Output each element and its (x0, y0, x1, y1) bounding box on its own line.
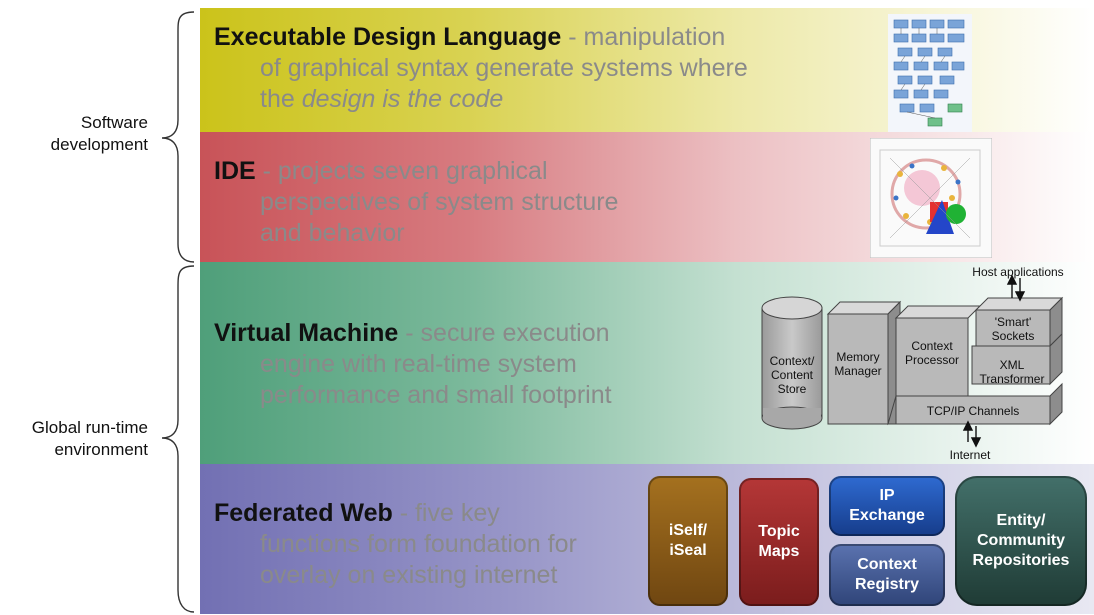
braces (161, 11, 195, 613)
global-label-line2: environment (54, 440, 148, 459)
context-processor-shape (894, 305, 982, 397)
fed-desc-line2: functions form foundation for (260, 530, 577, 558)
ide-desc-line1: - projects seven graphical (255, 157, 548, 185)
exec-text: Executable Design Language - manipulatio… (214, 22, 748, 115)
iself-iseal-box: iSelf/iSeal (648, 476, 728, 606)
vm-desc-line1: - secure execution (398, 319, 610, 347)
fed-heading: Federated Web (214, 499, 393, 527)
vm-arrows (962, 274, 1026, 448)
vm-text: Virtual Machine - secure execution engin… (214, 318, 612, 411)
ip-line2: Exchange (849, 507, 925, 524)
ide-heading: IDE (214, 157, 256, 185)
host-applications-label: Host applications (972, 265, 1064, 279)
entity-line1: Entity/ (996, 512, 1046, 529)
fed-desc-line3: overlay on existing internet (260, 561, 558, 589)
ide-desc-line2: perspectives of system structure (260, 188, 619, 216)
sockets-line1: 'Smart' (994, 315, 1032, 329)
topic-line2: Maps (758, 543, 800, 560)
context-line2: Registry (854, 576, 920, 593)
memory-line2: Manager (834, 364, 882, 378)
global-runtime-label: Global run-time environment (2, 417, 148, 461)
exec-desc-line3-em: design is the code (301, 85, 504, 113)
exec-desc-line3: the design is the code (214, 84, 748, 115)
federated-web-band: Federated Web - five key functions form … (200, 464, 1094, 614)
store-line2: Content (770, 368, 814, 382)
exec-desc-line1: - manipulation (561, 23, 726, 51)
ip-exchange-box: IP Exchange (829, 476, 945, 536)
ip-line1: IP (879, 487, 895, 504)
fed-desc-line1: - five key (392, 499, 500, 527)
memory-manager-shape (826, 300, 902, 426)
exec-heading: Executable Design Language (214, 23, 562, 51)
context-processor-label: Context Processor (896, 339, 968, 367)
sockets-line2: Sockets (991, 329, 1035, 343)
store-line1: Context/ (769, 354, 815, 368)
vm-desc-line2: engine with real-time system (260, 350, 577, 378)
global-label-line1: Global run-time (31, 418, 148, 437)
context-content-store-shape (761, 296, 823, 430)
vm-heading: Virtual Machine (214, 319, 399, 347)
tcp-ip-channels-label: TCP/IP Channels (926, 404, 1020, 418)
entity-line3: Repositories (972, 552, 1070, 569)
software-development-label: Software development (50, 112, 148, 156)
xml-line1: XML (999, 358, 1025, 372)
virtual-machine-band: Virtual Machine - secure execution engin… (200, 262, 1094, 464)
processor-line1: Context (911, 339, 953, 353)
memory-manager-label: Memory Manager (828, 350, 888, 378)
vm-architecture-diagram (761, 274, 1064, 448)
global-brace (161, 265, 195, 613)
iself-line2: iSeal (669, 542, 707, 559)
tcp-ip-channels-shape (887, 382, 1063, 426)
executable-design-language-band: Executable Design Language - manipulatio… (200, 8, 1094, 132)
fed-text: Federated Web - five key functions form … (214, 498, 577, 591)
ide-desc-line3: and behavior (260, 219, 405, 247)
context-content-store-label: Context/ Content Store (763, 354, 821, 396)
exec-desc-line3-pre: the (260, 85, 302, 113)
software-label-line2: development (50, 135, 148, 154)
software-label-line1: Software (80, 113, 148, 132)
ide-perspectives-thumbnail (870, 138, 992, 258)
smart-sockets-shape (974, 296, 1064, 348)
vm-desc-line3: performance and small footprint (260, 381, 612, 409)
xml-line2: Transformer (979, 372, 1045, 386)
flowchart-thumbnail (888, 14, 972, 132)
xml-transformer-shape (971, 332, 1063, 386)
ide-band: IDE - projects seven graphical perspecti… (200, 132, 1094, 262)
software-brace (161, 11, 195, 263)
entity-line2: Community (976, 532, 1065, 549)
internet-label: Internet (949, 448, 991, 462)
iself-line1: iSelf/ (668, 522, 708, 539)
xml-transformer-label: XML Transformer (972, 358, 1052, 386)
topic-line1: Topic (758, 523, 800, 540)
smart-sockets-label: 'Smart' Sockets (976, 315, 1050, 343)
memory-line1: Memory (836, 350, 880, 364)
exec-desc-line2: of graphical syntax generate systems whe… (260, 54, 748, 82)
ide-text: IDE - projects seven graphical perspecti… (214, 156, 618, 249)
context-line1: Context (857, 556, 917, 573)
processor-line2: Processor (904, 353, 960, 367)
store-line3: Store (777, 382, 807, 396)
